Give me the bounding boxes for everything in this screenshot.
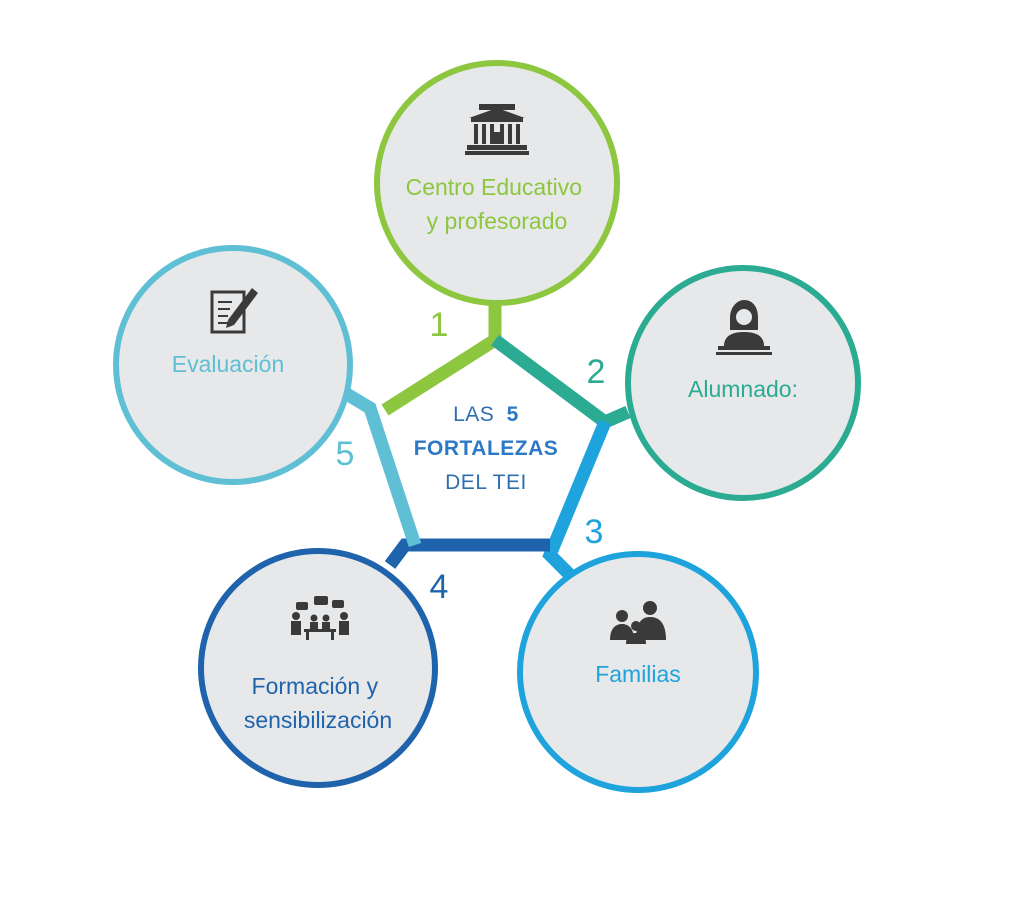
pencil-document-icon	[210, 288, 258, 334]
node-numbers: 1 2 3 4 5	[336, 306, 606, 606]
node-circles	[113, 60, 861, 793]
node-number-2: 2	[587, 353, 606, 391]
node-number-1: 1	[430, 306, 449, 344]
family-icon	[610, 601, 666, 644]
node-circle-3	[517, 551, 759, 793]
center-line-1: LAS 5	[453, 403, 519, 426]
meeting-icon	[291, 596, 349, 640]
connector-3	[542, 419, 612, 580]
center-line-1-number: 5	[507, 403, 519, 426]
student-reading-icon	[716, 300, 772, 355]
node-label-4-line1: Formación y	[252, 673, 379, 699]
center-line-1-prefix: LAS	[453, 403, 494, 426]
node-circle-2	[625, 265, 861, 501]
node-circle-1	[374, 60, 620, 306]
node-label-4: Formación y sensibilización	[244, 673, 392, 733]
node-number-5: 5	[336, 435, 355, 473]
connectors	[341, 303, 631, 580]
node-label-1-line1: Centro Educativo	[406, 174, 582, 200]
node-number-4: 4	[430, 568, 449, 606]
center-line-3: DEL TEI	[445, 471, 527, 494]
node-label-3: Familias	[595, 661, 681, 687]
center-title: LAS 5 FORTALEZAS DEL TEI	[414, 403, 559, 494]
node-number-3: 3	[585, 513, 604, 551]
node-labels: Centro Educativo y profesorado Alumnado:…	[172, 174, 798, 733]
node-label-5: Evaluación	[172, 351, 285, 377]
connector-4	[384, 538, 550, 569]
center-line-2: FORTALEZAS	[414, 437, 559, 460]
school-building-icon	[465, 104, 529, 155]
connector-5	[341, 387, 422, 548]
node-label-4-line2: sensibilización	[244, 707, 392, 733]
node-label-1: Centro Educativo y profesorado	[406, 174, 589, 234]
node-label-2: Alumnado:	[688, 376, 798, 402]
node-label-1-line2: y profesorado	[427, 208, 568, 234]
node-circle-5	[113, 245, 353, 485]
node-circle-4	[198, 548, 438, 788]
